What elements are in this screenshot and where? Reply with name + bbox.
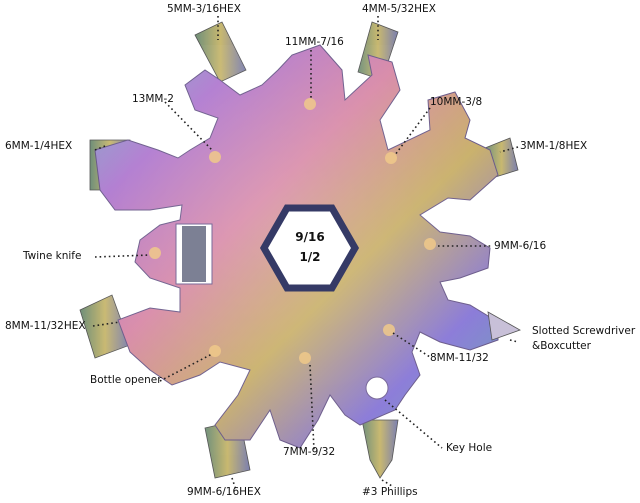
key-hole [365, 376, 389, 400]
label-bottle-opener: Bottle opener [90, 374, 162, 386]
label-13mm: 13MM-2 [132, 93, 174, 105]
label-10mm: 10MM-3/8 [430, 96, 483, 108]
center-hex-wrench [259, 204, 360, 292]
label-9mm: 9MM-6/16 [494, 240, 547, 252]
label-7mm: 7MM-9/32 [283, 446, 336, 458]
leader-lines [92, 16, 519, 491]
twine-knife-blade [182, 226, 206, 282]
phillips-bit [361, 419, 399, 479]
label-5mm-hex: 5MM-3/16HEX [167, 3, 241, 15]
slotted-screwdriver-tip [487, 311, 521, 341]
label-8mm: 8MM-11/32 [430, 352, 489, 364]
label-11mm: 11MM-7/16 [285, 36, 344, 48]
label-8mm-hex: 8MM-11/32HEX [5, 320, 86, 332]
center-label-1-2: 1/2 [299, 250, 321, 264]
label-boxcutter: &Boxcutter [532, 340, 591, 352]
feature-dots [149, 98, 436, 364]
label-slotted-screwdriver: Slotted Screwdriver [532, 325, 636, 337]
label-6mm-hex: 6MM-1/4HEX [5, 140, 73, 152]
center-label-9-16: 9/16 [295, 230, 325, 244]
label-key-hole: Key Hole [446, 442, 493, 454]
label-phillips: #3 Phillips [362, 486, 418, 498]
label-4mm-hex: 4MM-5/32HEX [362, 3, 436, 15]
label-3mm-hex: 3MM-1/8HEX [520, 140, 588, 152]
label-9mm-hex: 9MM-6/16HEX [187, 486, 261, 498]
label-twine-knife: Twine knife [23, 250, 82, 262]
